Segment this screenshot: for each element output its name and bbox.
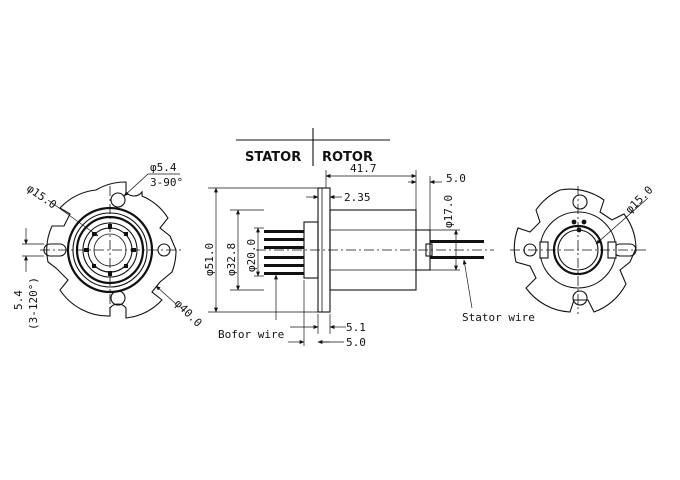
stator-wire-label: Stator wire bbox=[462, 311, 535, 324]
front-view: φ5.4 3-90° φ15.0 φ40.0 5.4 (3-120°) bbox=[12, 161, 204, 330]
bofor-wire-pins bbox=[264, 230, 304, 275]
slot-angle-label: (3-120°) bbox=[27, 277, 40, 330]
side-hub bbox=[415, 229, 431, 271]
front-bore-leader bbox=[47, 199, 99, 237]
rear-bore-dia-label: φ15.0 bbox=[623, 184, 656, 217]
hole-dia-label: φ5.4 bbox=[150, 161, 177, 174]
lead-gap-label: 5.0 bbox=[346, 336, 366, 349]
body-dia-label: φ51.0 bbox=[203, 243, 216, 276]
length-label: 41.7 bbox=[350, 162, 377, 175]
front-bore-dia-label: φ15.0 bbox=[24, 182, 59, 212]
rear-mount-hole-bottom bbox=[572, 290, 588, 306]
bofor-wire-label: Bofor wire bbox=[218, 328, 284, 341]
stator-wire-leader bbox=[462, 259, 473, 309]
stator-wires bbox=[430, 240, 484, 259]
stator-rotor-header: STATOR ROTOR bbox=[236, 128, 390, 166]
outer-dia-leader bbox=[155, 285, 177, 305]
rotor-label: ROTOR bbox=[322, 150, 373, 165]
shaft-len-label: 5.0 bbox=[446, 172, 466, 185]
front-mount-hole-top bbox=[110, 192, 126, 208]
slot-width-label: 5.4 bbox=[12, 290, 25, 310]
rear-flange-outline bbox=[513, 188, 637, 313]
hole-dia-leader bbox=[123, 173, 149, 197]
front-mount-hole-bottom bbox=[110, 290, 126, 306]
stator-label: STATOR bbox=[245, 150, 301, 165]
side-view: 41.7 2.35 5.0 φ17.0 φ51.0 φ32.8 φ20.0 bbox=[203, 162, 535, 349]
rear-wire-hole-2 bbox=[581, 219, 587, 225]
rear-view: φ15.0 bbox=[510, 184, 656, 314]
rear-wire-hole-3 bbox=[576, 227, 582, 233]
outer-dia-label: φ40.0 bbox=[172, 297, 205, 330]
lead-len-label: 5.1 bbox=[346, 321, 366, 334]
rear-bore-leader bbox=[595, 197, 649, 245]
rear-mount-hole-top bbox=[572, 194, 588, 210]
rear-wire-hole-1 bbox=[571, 219, 577, 225]
shaft-dia-label: φ17.0 bbox=[442, 195, 455, 228]
front-flange-outline bbox=[46, 181, 177, 319]
pin-dia-label: φ20.0 bbox=[245, 239, 258, 272]
hole-angle-label: 3-90° bbox=[150, 176, 183, 189]
flange-thk-label: 2.35 bbox=[344, 191, 371, 204]
inner-dia-label: φ32.8 bbox=[225, 243, 238, 276]
